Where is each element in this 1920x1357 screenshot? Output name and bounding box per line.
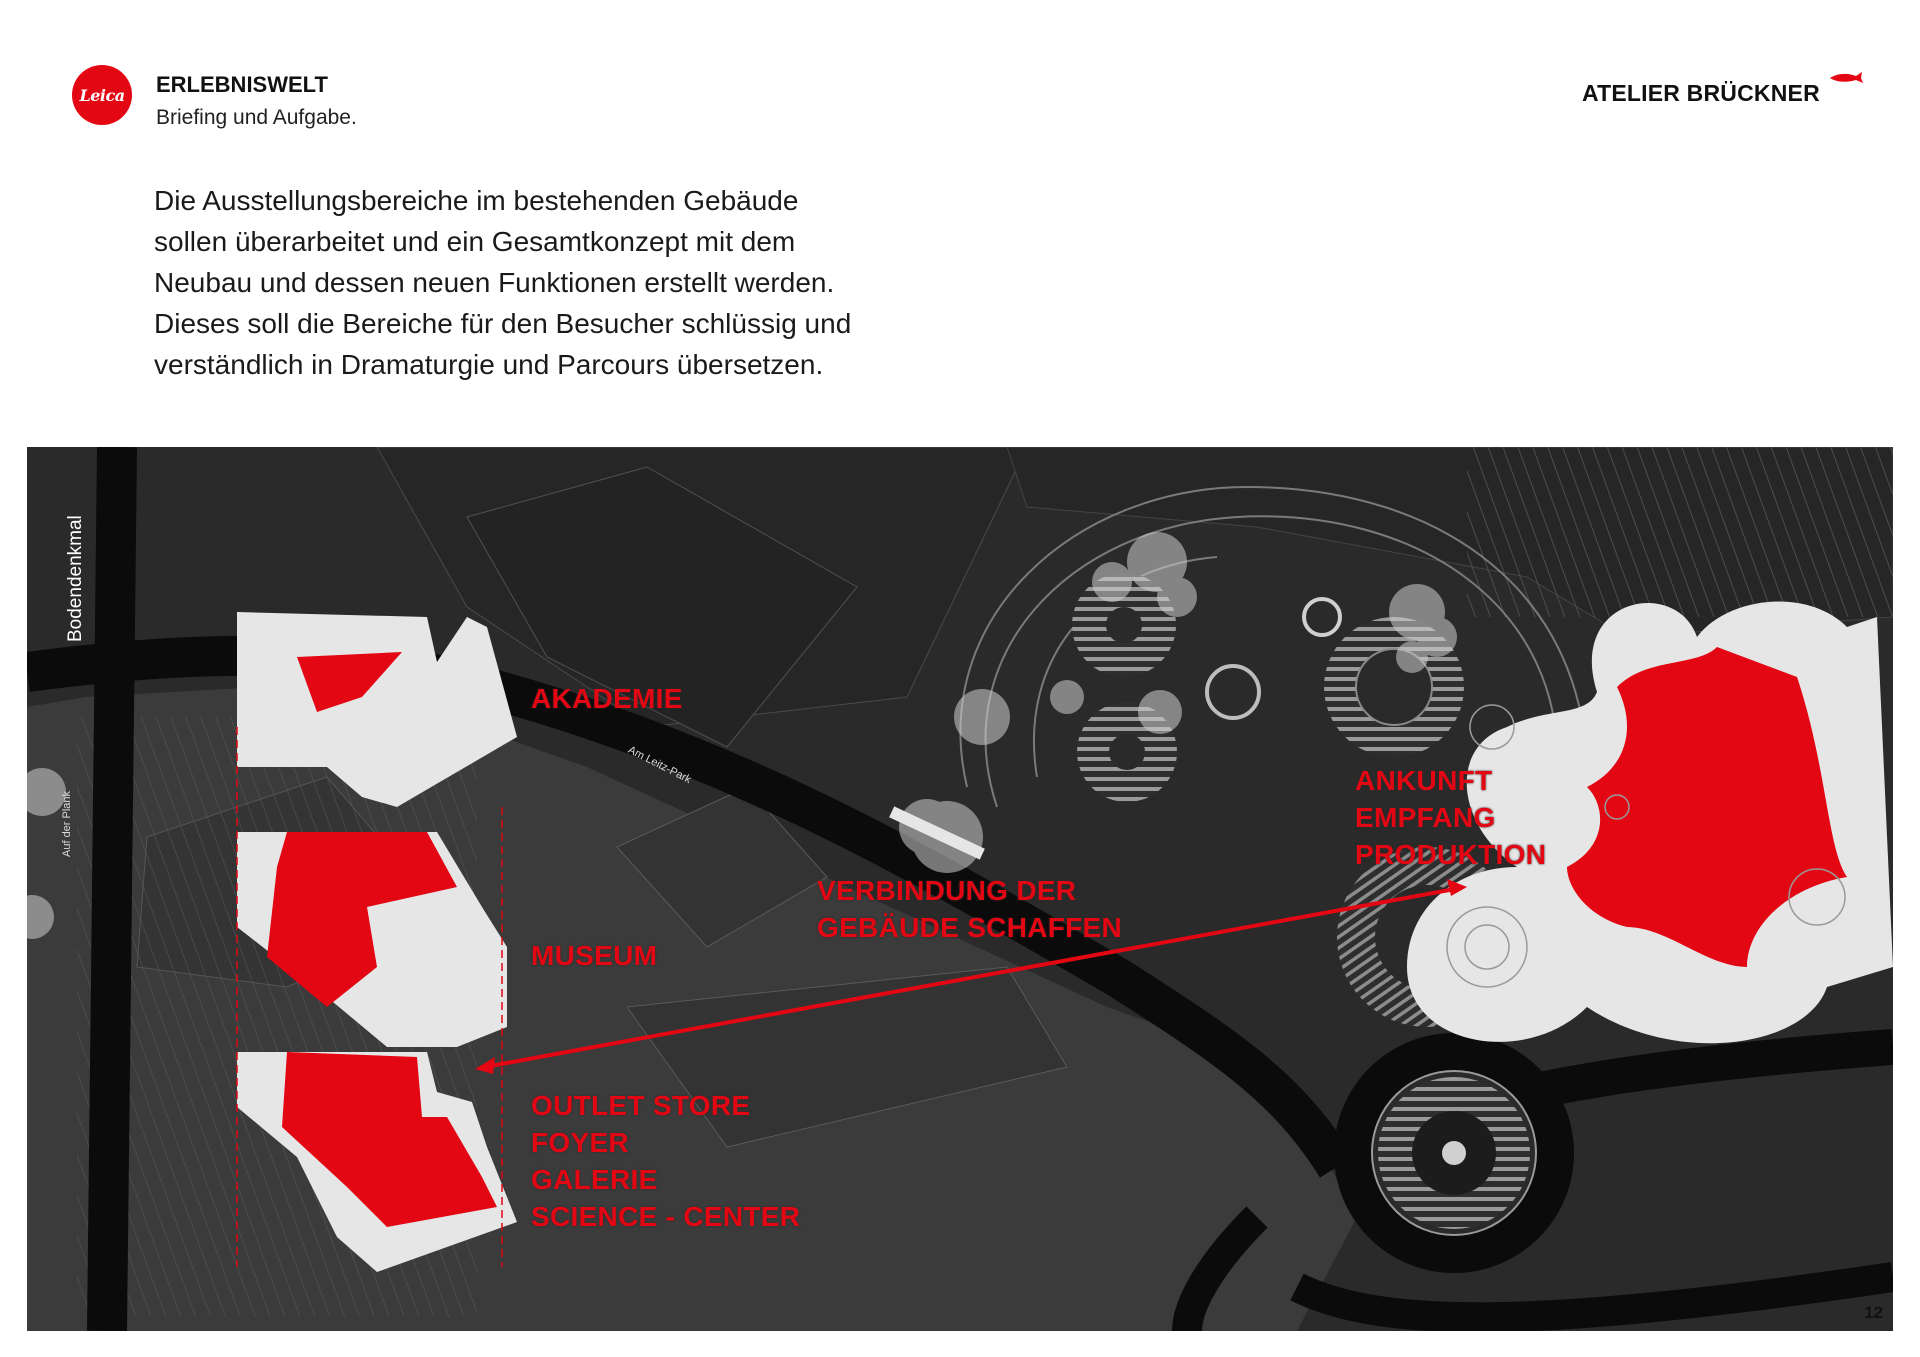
label-line: EMPFANG <box>1355 802 1496 833</box>
roundabout <box>1334 1033 1574 1273</box>
label-line: ANKUNFT <box>1355 765 1493 796</box>
label-ankunft: ANKUNFT EMPFANG PRODUKTION <box>1355 762 1546 873</box>
brand-name: ATELIER BRÜCKNER <box>1582 80 1820 106</box>
label-line: VERBINDUNG DER <box>817 875 1077 906</box>
intro-text: Die Ausstellungsbereiche im bestehenden … <box>154 180 974 385</box>
label-line: FOYER <box>531 1127 629 1158</box>
building-akademie <box>237 612 517 807</box>
label-museum: MUSEUM <box>531 940 658 971</box>
label-outlet-store: OUTLET STORE FOYER GALERIE SCIENCE - CEN… <box>531 1087 800 1235</box>
section-title: ERLEBNISWELT <box>156 72 328 97</box>
intro-line: verständlich in Dramaturgie und Parcours… <box>154 349 824 380</box>
label-line: GEBÄUDE SCHAFFEN <box>817 912 1123 943</box>
label-line: OUTLET STORE <box>531 1090 751 1121</box>
label-verbindung: VERBINDUNG DER GEBÄUDE SCHAFFEN <box>817 872 1122 946</box>
hatched-circles <box>1072 573 1517 1027</box>
label-line: SCIENCE - CENTER <box>531 1201 801 1232</box>
fish-icon <box>1830 72 1863 83</box>
page-number: 12 <box>1864 1303 1883 1322</box>
label-line: PRODUKTION <box>1355 839 1547 870</box>
section-subtitle: Briefing und Aufgabe. <box>156 106 357 129</box>
intro-line: sollen überarbeitet und ein Gesamtkonzep… <box>154 226 796 257</box>
connection-arrow <box>475 879 1467 1074</box>
dashed-guides <box>236 727 503 1267</box>
bridge-bar <box>889 806 985 860</box>
intro-line: Dieses soll die Bereiche für den Besuche… <box>154 308 852 339</box>
label-line: GALERIE <box>531 1164 658 1195</box>
site-plan: Bodendenkmal Am Leitz-Park Auf der Plank… <box>27 447 1893 1331</box>
leica-logo-text: Leica <box>79 85 125 105</box>
label-akademie: AKADEMIE <box>531 683 683 714</box>
building-outlet <box>237 1052 517 1272</box>
intro-line: Neubau und dessen neuen Funktionen erste… <box>154 267 835 298</box>
street-label-bodendenkmal: Bodendenkmal <box>65 515 86 642</box>
intro-line: Die Ausstellungsbereiche im bestehenden … <box>154 185 799 216</box>
building-new <box>1407 601 1893 1044</box>
site-plan-drawing <box>27 447 1893 1331</box>
building-museum <box>237 832 507 1047</box>
leica-logo: Leica <box>72 65 132 125</box>
street-label-plank: Auf der Plank <box>61 790 73 857</box>
